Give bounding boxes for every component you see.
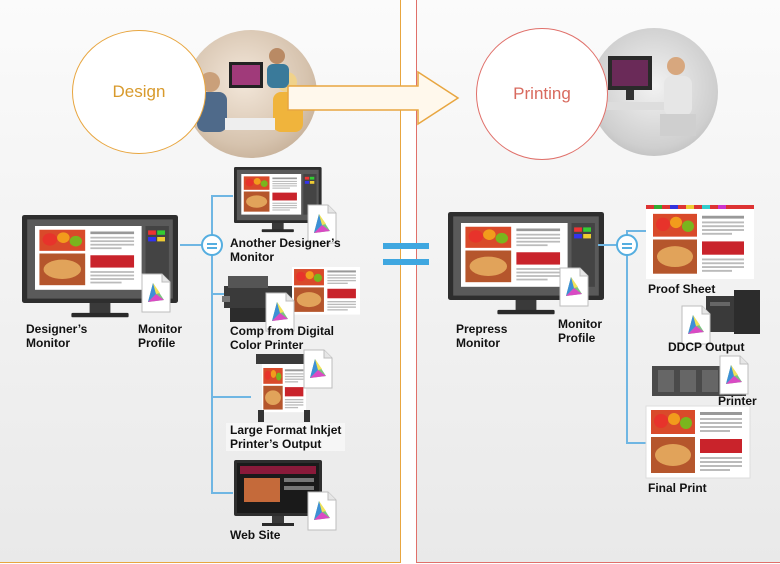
- proof-sheet-image: [646, 205, 754, 279]
- proof-sheet-label: Proof Sheet: [648, 282, 716, 296]
- web-site-label: Web Site: [230, 528, 281, 542]
- prepress-monitor-label: Prepress Monitor: [456, 322, 508, 350]
- design-stage-label: Design: [112, 82, 166, 101]
- another-monitor-label: Another Designer’s Monitor: [230, 236, 341, 264]
- final-print-image: [645, 405, 751, 479]
- monitor-profile-icon: [559, 267, 589, 307]
- inkjet-printer-image: [256, 354, 312, 422]
- connector-trunk: [211, 195, 213, 493]
- printing-stage-circle: Printing: [476, 28, 608, 160]
- connector-line: [211, 492, 233, 494]
- connector-line: [180, 244, 210, 246]
- arrow-right-icon: [287, 70, 460, 126]
- equals-icon: [201, 234, 223, 256]
- connector-line: [626, 442, 648, 444]
- printing-monitor-profile-label: Monitor Profile: [558, 317, 602, 345]
- comp-printer-label: Comp from Digital Color Printer: [230, 324, 334, 352]
- design-monitor-profile-label: Monitor Profile: [138, 322, 182, 350]
- prepress-operator-photo: [590, 28, 718, 156]
- connector-line: [211, 396, 251, 398]
- equals-icon: [383, 243, 429, 267]
- designer-monitor-label: Designer’s Monitor: [26, 322, 88, 350]
- profile-icon: [303, 349, 333, 389]
- ddcp-output-label: DDCP Output: [668, 340, 745, 354]
- connector-line: [598, 244, 626, 246]
- comp-print-sample: [292, 267, 360, 315]
- website-monitor-image: [234, 460, 322, 526]
- ddcp-printer-image: [706, 290, 760, 334]
- printer-label: Printer: [718, 394, 757, 408]
- connector-line: [626, 230, 648, 232]
- final-print-label: Final Print: [648, 481, 707, 495]
- design-stage-circle: Design: [72, 30, 206, 154]
- connector-trunk: [626, 230, 628, 443]
- profile-icon: [307, 491, 337, 531]
- connector-line: [211, 293, 225, 295]
- profile-icon: [719, 355, 749, 395]
- inkjet-label: Large Format Inkjet Printer’s Output: [226, 423, 346, 451]
- printing-stage-label: Printing: [513, 84, 571, 103]
- monitor-profile-icon: [141, 273, 171, 313]
- connector-line: [211, 195, 233, 197]
- equals-icon: [616, 234, 638, 256]
